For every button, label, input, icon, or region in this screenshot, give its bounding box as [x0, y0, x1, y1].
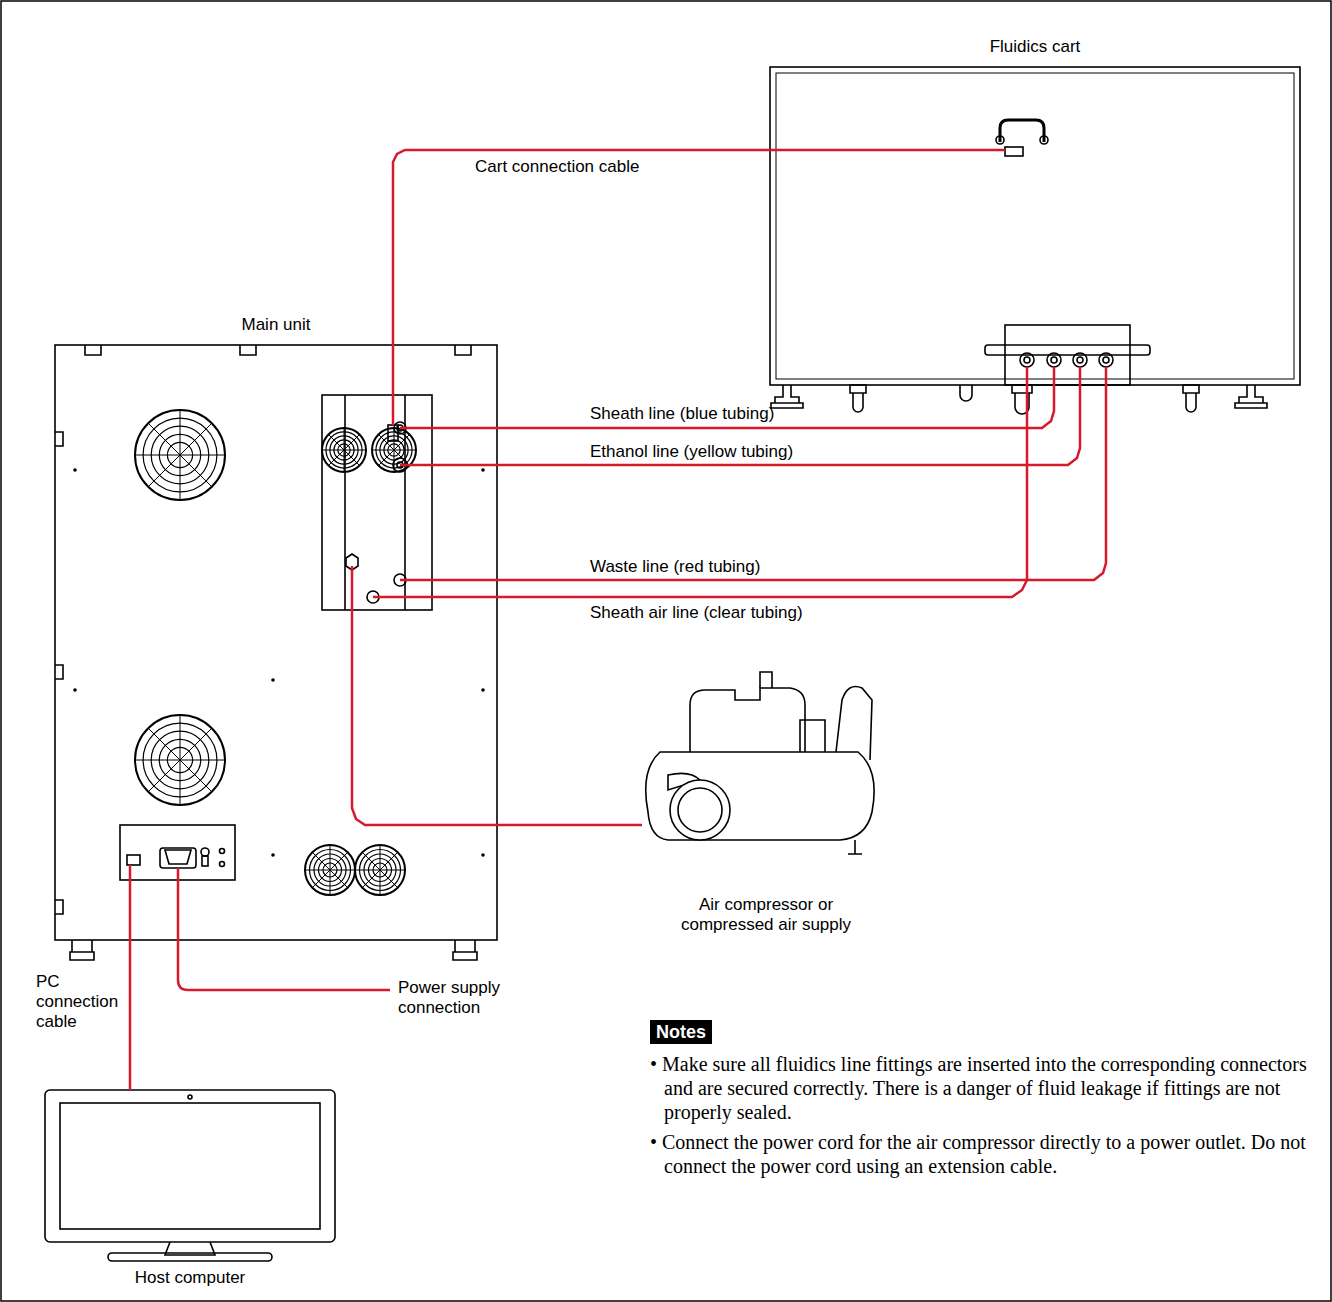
fluidics-cart-drawing: [770, 67, 1300, 414]
device-node: Fluidics cart: [770, 67, 1300, 385]
cable-line: [400, 367, 1106, 580]
device-label: Host computer: [45, 1268, 335, 1288]
cable-line: [393, 150, 1005, 425]
host-computer-drawing: [45, 1090, 335, 1261]
fan-grille: [135, 715, 225, 805]
fan-grille: [305, 845, 355, 895]
cable-label: Sheath air line (clear tubing): [590, 603, 803, 623]
leader-label: Power supply connection: [398, 978, 518, 1018]
device-label: Air compressor or compressed air supply: [656, 895, 876, 935]
device-node: Main unit: [55, 345, 497, 940]
fan-grille: [135, 410, 225, 500]
device-label: Main unit: [55, 315, 497, 335]
air-compressor-drawing: [646, 672, 874, 854]
cable-label: Cart connection cable: [475, 157, 639, 177]
fan-grille: [355, 845, 405, 895]
cable-line: [400, 367, 1080, 465]
power-leader-line: [178, 868, 390, 990]
device-node: Host computer: [45, 1090, 335, 1295]
fan-grille: [322, 428, 366, 472]
note-text: • Connect the power cord for the air com…: [650, 1130, 1312, 1178]
device-node: Air compressor or compressed air supply: [642, 685, 890, 930]
notes-heading: Notes: [650, 1020, 712, 1044]
cable-label: Sheath line (blue tubing): [590, 404, 774, 424]
note-text: • Make sure all fluidics line fittings a…: [650, 1052, 1312, 1124]
cable-label: PC connection cable: [36, 972, 124, 1032]
cable-label: Ethanol line (yellow tubing): [590, 442, 793, 462]
device-label: Fluidics cart: [770, 37, 1300, 57]
cable-line: [400, 367, 1054, 428]
cable-line: [373, 367, 1027, 597]
main-unit-drawing: [55, 345, 497, 960]
cable-label: Waste line (red tubing): [590, 557, 760, 577]
cable-line: [129, 865, 132, 1090]
